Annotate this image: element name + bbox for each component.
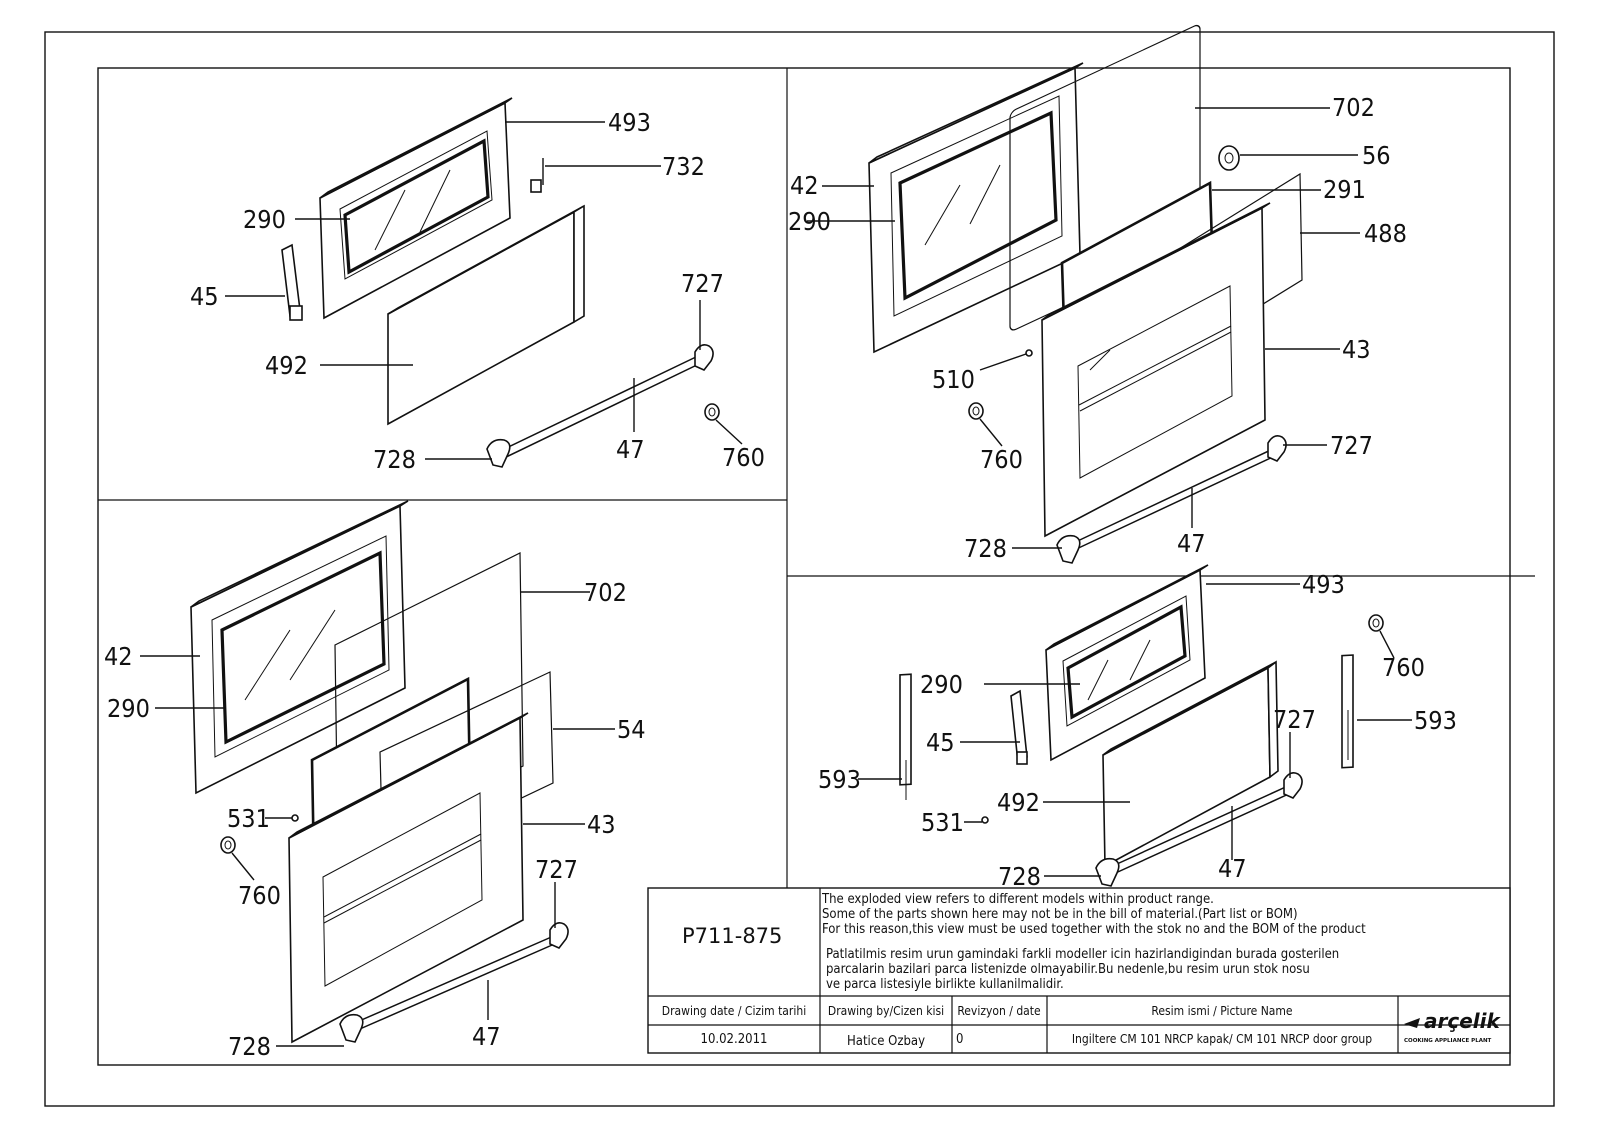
value-picture-name: Ingiltere CM 101 NRCP kapak/ CM 101 NRCP… xyxy=(1072,1032,1372,1046)
label-47: 47 xyxy=(1218,854,1247,883)
brand-subtitle: COOKING APPLIANCE PLANT xyxy=(1404,1038,1492,1044)
label-54: 54 xyxy=(617,715,646,744)
label-492: 492 xyxy=(997,788,1040,817)
view-top-right: 702 56 42 291 290 488 43 510 760 727 728… xyxy=(788,24,1407,564)
view-bottom-left: 702 42 290 54 531 43 760 727 728 47 xyxy=(104,500,646,1061)
label-727: 727 xyxy=(535,855,578,884)
label-291: 291 xyxy=(1323,175,1366,204)
label-493: 493 xyxy=(608,108,651,137)
note-en-3: For this reason,this view must be used t… xyxy=(822,922,1366,937)
label-531: 531 xyxy=(921,808,964,837)
label-488: 488 xyxy=(1364,219,1407,248)
view-top-left: 493 732 290 45 492 727 47 728 760 xyxy=(190,97,765,474)
label-47: 47 xyxy=(472,1022,501,1051)
view-bottom-right: 493 760 290 45 727 593 593 492 531 728 4… xyxy=(818,564,1457,891)
label-702: 702 xyxy=(1332,93,1375,122)
label-43: 43 xyxy=(587,810,616,839)
label-593-right: 593 xyxy=(1414,706,1457,735)
note-tr-3: ve parca listesiyle birlikte kullanilmal… xyxy=(826,977,1064,992)
label-510: 510 xyxy=(932,365,975,394)
label-493: 493 xyxy=(1302,570,1345,599)
label-290: 290 xyxy=(920,670,963,699)
value-drawing-date: 10.02.2011 xyxy=(701,1032,768,1047)
label-702: 702 xyxy=(584,578,627,607)
note-en-2: Some of the parts shown here may not be … xyxy=(822,907,1298,922)
brand-name: arçelik xyxy=(1424,1009,1501,1033)
label-727: 727 xyxy=(681,269,724,298)
header-drawing-by: Drawing by/Cizen kisi xyxy=(828,1004,944,1018)
label-45: 45 xyxy=(190,282,219,311)
label-531: 531 xyxy=(227,804,270,833)
value-revision: 0 xyxy=(956,1032,963,1047)
header-picture-name: Resim ismi / Picture Name xyxy=(1151,1004,1293,1018)
label-728: 728 xyxy=(373,445,416,474)
arcelik-logo: arçelik COOKING APPLIANCE PLANT xyxy=(1404,1009,1501,1044)
label-43: 43 xyxy=(1342,335,1371,364)
label-760: 760 xyxy=(1382,653,1425,682)
note-en-1: The exploded view refers to different mo… xyxy=(821,892,1214,907)
label-45: 45 xyxy=(926,728,955,757)
note-tr-2: parcalarin bazilari parca listenizde olm… xyxy=(826,962,1310,977)
inner-frame xyxy=(97,67,1511,1066)
label-760: 760 xyxy=(722,443,765,472)
label-760: 760 xyxy=(980,445,1023,474)
drawing-code: P711-875 xyxy=(682,924,782,948)
label-727: 727 xyxy=(1273,705,1316,734)
note-tr-1: Patlatilmis resim urun gamindaki farkli … xyxy=(826,947,1339,962)
title-block: P711-875 The exploded view refers to dif… xyxy=(647,887,1511,1054)
label-732: 732 xyxy=(662,152,705,181)
label-56: 56 xyxy=(1362,141,1391,170)
label-47: 47 xyxy=(616,435,645,464)
label-290: 290 xyxy=(788,207,831,236)
label-728: 728 xyxy=(228,1032,271,1061)
label-47: 47 xyxy=(1177,529,1206,558)
label-492: 492 xyxy=(265,351,308,380)
label-42: 42 xyxy=(790,171,819,200)
header-drawing-date: Drawing date / Cizim tarihi xyxy=(662,1004,806,1018)
value-drawing-by: Hatice Ozbay xyxy=(847,1034,925,1049)
label-290: 290 xyxy=(243,205,286,234)
label-760: 760 xyxy=(238,881,281,910)
label-42: 42 xyxy=(104,642,133,671)
label-728: 728 xyxy=(964,534,1007,563)
label-727: 727 xyxy=(1330,431,1373,460)
label-290: 290 xyxy=(107,694,150,723)
label-728: 728 xyxy=(998,862,1041,891)
label-593-left: 593 xyxy=(818,765,861,794)
outer-frame xyxy=(44,31,1555,1107)
header-revision: Revizyon / date xyxy=(957,1004,1041,1018)
